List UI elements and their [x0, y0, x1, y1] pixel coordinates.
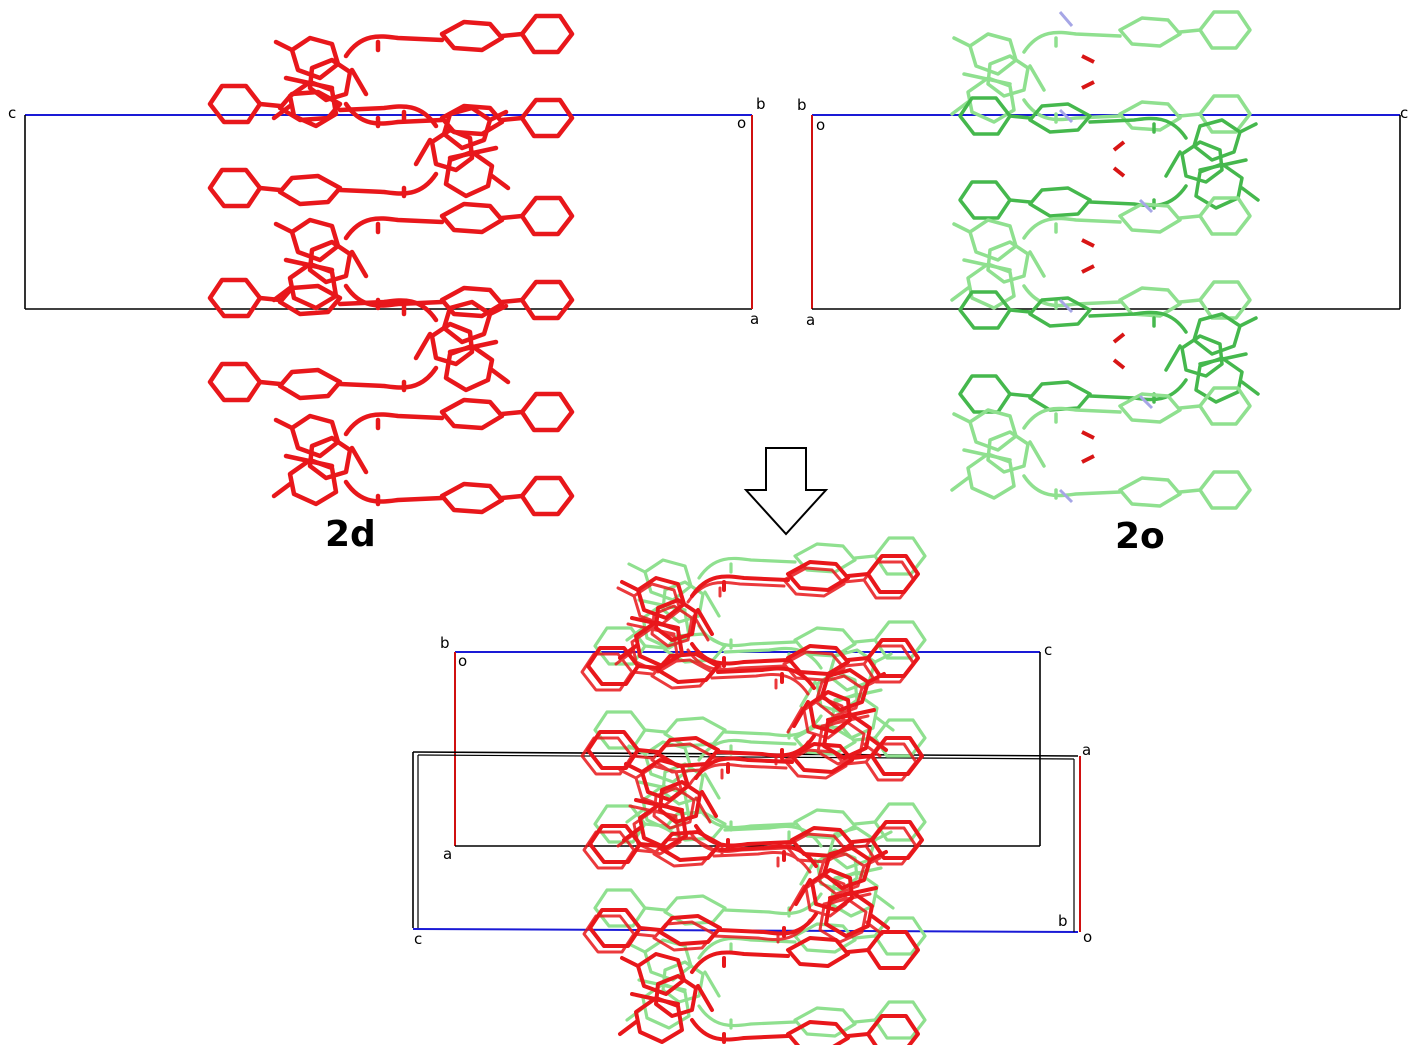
axis-label-a: a: [1082, 741, 1091, 759]
unit-cell-overlay-2d: [412, 751, 1081, 933]
axis-label-b: b: [440, 634, 450, 652]
axis-label-c: c: [1400, 104, 1408, 122]
axis-label-a: a: [750, 310, 759, 328]
origin-label-o: o: [458, 652, 467, 670]
molecule-stack-overlay: [580, 536, 927, 1045]
axis-label-b: b: [797, 96, 807, 114]
unit-cell-2d: [24, 114, 753, 310]
axis-label-a: a: [806, 311, 815, 329]
origin-label-o: o: [1083, 928, 1092, 946]
panel-2o: b o a c: [797, 10, 1408, 557]
molecule-stack-2d: [210, 16, 572, 514]
compound-label-2o: 2o: [1115, 516, 1165, 557]
axis-label-b: b: [1058, 912, 1068, 930]
compound-label-2d: 2d: [325, 514, 376, 555]
down-arrow-icon: [743, 447, 829, 536]
molecule-stack-2o: [950, 10, 1260, 510]
unit-cell-overlay-2o: [454, 651, 1041, 847]
panel-2d: c b o a 2d: [8, 16, 766, 555]
axis-label-c: c: [414, 930, 422, 948]
unit-cell-2o: [811, 114, 1401, 310]
axis-label-c: c: [8, 104, 16, 122]
axis-label-b: b: [756, 95, 766, 113]
origin-label-o: o: [737, 114, 746, 132]
origin-label-o: o: [816, 116, 825, 134]
axis-label-c: c: [1044, 641, 1052, 659]
panel-overlay: b o c a a b o c: [412, 536, 1092, 1045]
axis-label-a: a: [443, 845, 452, 863]
